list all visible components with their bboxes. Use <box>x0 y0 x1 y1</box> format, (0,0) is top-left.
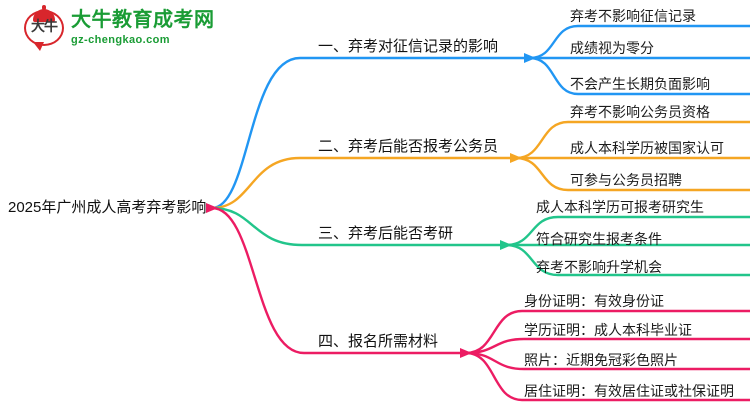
leaf-item: 符合研究生报考条件 <box>536 231 662 247</box>
branch-1-arrow-icon <box>524 53 536 63</box>
logo-mark-icon: 大牛 <box>24 5 64 51</box>
logo-mark-text: 大牛 <box>31 18 58 34</box>
leaf-item: 成人本科学历可报考研究生 <box>536 199 704 215</box>
leaf-item: 不会产生长期负面影响 <box>570 76 710 92</box>
leaf-item: 居住证明：有效居住证或社保证明 <box>524 383 734 399</box>
leaf-item: 照片：近期免冠彩色照片 <box>524 352 678 368</box>
root-arrow-icon <box>206 203 218 213</box>
logo-graduation-cap-icon <box>33 5 55 22</box>
branch-label-4: 四、报名所需材料 <box>318 333 439 350</box>
branch-label-1: 一、弃考对征信记录的影响 <box>318 38 499 55</box>
branch-3-arrow-icon <box>500 240 512 250</box>
leaf-item: 成绩视为零分 <box>570 40 654 56</box>
leaf-item: 成人本科学历被国家认可 <box>570 140 724 156</box>
branch-2-spine <box>210 156 518 210</box>
junction-arrows <box>206 53 536 358</box>
root-node-label: 2025年广州成人高考弃考影响 <box>8 199 207 216</box>
logo-wordmark: 大牛教育成考网 gz-chengkao.com <box>71 8 215 47</box>
leaf-item: 弃考不影响征信记录 <box>570 8 696 24</box>
leaf-item: 弃考不影响公务员资格 <box>570 104 710 120</box>
branch-label-2: 二、弃考后能否报考公务员 <box>318 138 499 155</box>
leaf-item: 身份证明：有效身份证 <box>524 293 664 309</box>
branch-4-arrow-icon <box>460 348 472 358</box>
branch-1-spine <box>210 56 532 210</box>
leaf-item: 学历证明：成人本科毕业证 <box>524 322 692 338</box>
branch-2-arrow-icon <box>510 153 522 163</box>
leaf-item: 弃考不影响升学机会 <box>536 259 662 275</box>
branch-label-3: 三、弃考后能否考研 <box>318 225 454 242</box>
logo-name-en: gz-chengkao.com <box>71 34 170 46</box>
leaf-item: 可参与公务员招聘 <box>570 172 682 188</box>
logo-name-cn: 大牛教育成考网 <box>71 9 215 31</box>
site-logo: 大牛 大牛教育成考网 gz-chengkao.com <box>24 5 214 52</box>
